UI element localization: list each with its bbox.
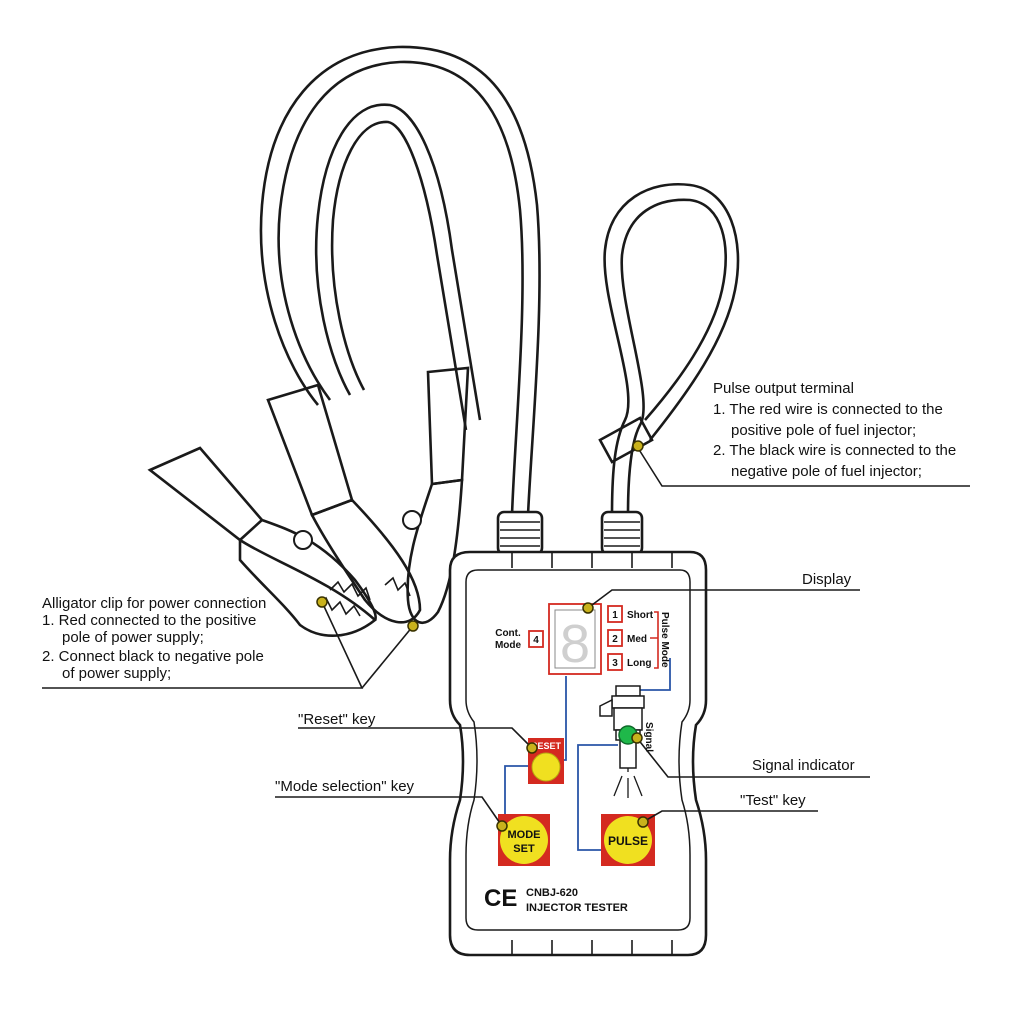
alligator-line1: 1. Red connected to the positive: [42, 612, 256, 629]
mode-3-label: Long: [627, 658, 651, 669]
mode-3-number: 3: [612, 658, 618, 669]
device-name: INJECTOR TESTER: [526, 902, 628, 914]
seven-segment-display: 8: [548, 603, 602, 675]
mode-1-label: Short: [627, 610, 654, 621]
mode-set-line1: MODE: [508, 829, 541, 841]
pulse-output-title: Pulse output terminal: [713, 380, 854, 397]
pulse-output-line4: negative pole of fuel injector;: [731, 463, 922, 480]
pulse-output-line2: positive pole of fuel injector;: [731, 422, 916, 439]
power-cable: [259, 45, 541, 516]
mode-set-line2: SET: [513, 843, 535, 855]
pulse-output-line1: 1. The red wire is connected to the: [713, 401, 943, 418]
alligator-line2: pole of power supply;: [62, 629, 204, 646]
pulse-output-line3: 2. The black wire is connected to the: [713, 442, 956, 459]
strain-relief-left: [496, 510, 544, 556]
mode-2-label: Med: [627, 634, 647, 645]
cont-mode-indicator: Cont. Mode 4: [495, 628, 544, 651]
callout-pulse-output: Pulse output terminal 1. The red wire is…: [713, 380, 956, 480]
alligator-line3: 2. Connect black to negative pole: [42, 648, 264, 665]
alligator-clip-left: [147, 446, 378, 637]
mode-key-callout: "Mode selection" key: [275, 778, 415, 795]
fuel-injector-icon: Signal: [599, 685, 654, 798]
cont-mode-number: 4: [533, 635, 539, 646]
pulse-cable: [598, 182, 740, 516]
cont-mode-line2: Mode: [495, 640, 522, 651]
pulse-mode-label: Pulse Mode: [659, 612, 670, 668]
strain-relief-right: [600, 510, 644, 556]
cont-mode-line1: Cont.: [495, 628, 521, 639]
signal-label: Signal: [643, 722, 654, 752]
device-branding: CE CNBJ-620 INJECTOR TESTER: [484, 885, 628, 914]
display-digit: 8: [560, 614, 590, 674]
pulse-button-label: PULSE: [608, 834, 648, 848]
test-key-callout: "Test" key: [740, 792, 806, 809]
signal-indicator-callout: Signal indicator: [752, 757, 855, 774]
alligator-clip-middle: [266, 383, 422, 624]
display-callout: Display: [802, 571, 852, 588]
alligator-title: Alligator clip for power connection: [42, 595, 266, 612]
alligator-clip-right: [293, 366, 470, 624]
reset-button[interactable]: RESET: [528, 738, 564, 784]
mode-2-number: 2: [612, 634, 618, 645]
callout-alligator: Alligator clip for power connection 1. R…: [42, 595, 266, 682]
model-number: CNBJ-620: [526, 887, 578, 899]
reset-button-label: RESET: [531, 741, 562, 751]
callout-leaders: [42, 440, 970, 832]
ce-mark: CE: [484, 885, 517, 912]
alligator-line4: of power supply;: [62, 665, 171, 682]
mode-1-number: 1: [612, 610, 618, 621]
pulse-mode-list: 1 Short 2 Med 3 Long Pulse Mode: [607, 605, 670, 671]
panel-wiring: [504, 658, 671, 851]
reset-key-callout: "Reset" key: [298, 711, 376, 728]
